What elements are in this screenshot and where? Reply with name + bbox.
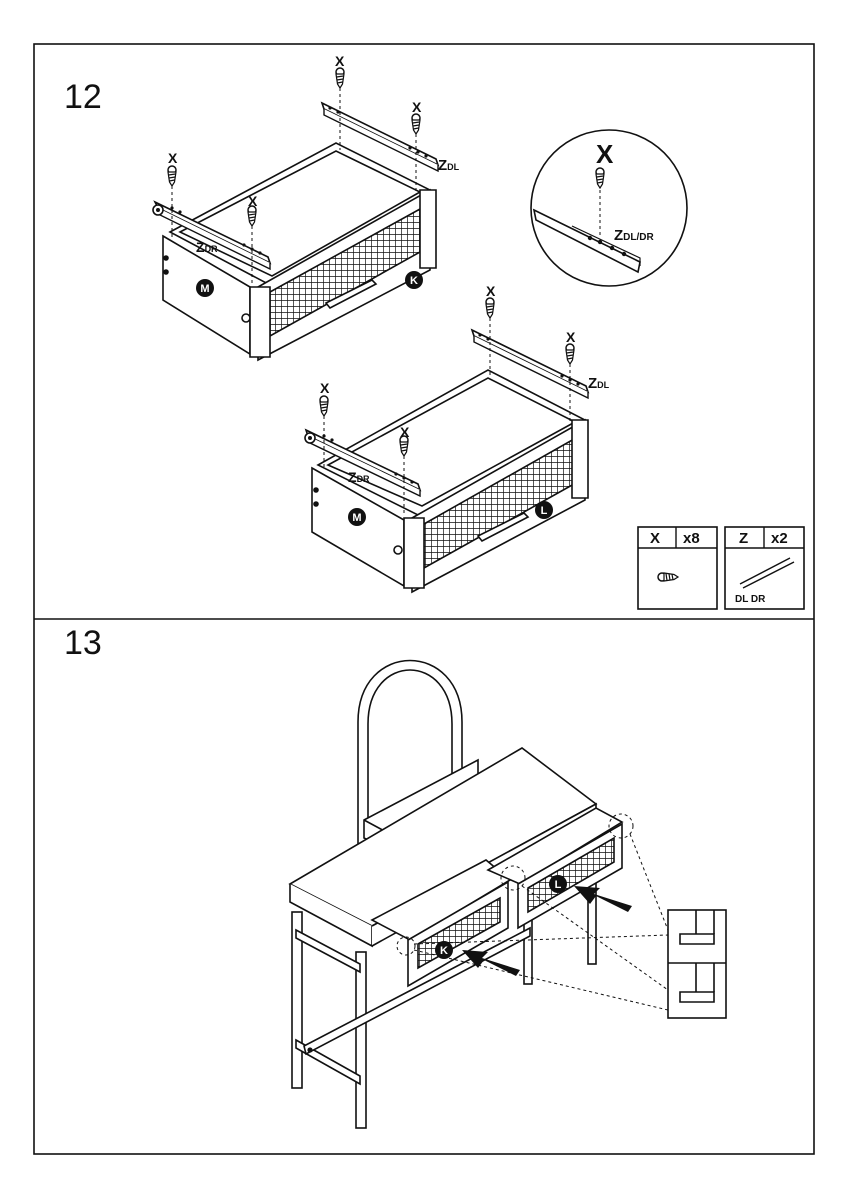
screw-guide-lines-upper — [171, 88, 417, 285]
part-badge-l: L — [535, 501, 553, 519]
slide-rail-zdl-upper — [320, 101, 440, 173]
svg-text:M: M — [200, 283, 209, 295]
step-13-number: 13 — [64, 624, 102, 662]
rail-label-zdr-lower: ZDR — [348, 469, 370, 485]
detail-leaders — [396, 813, 669, 1011]
rail-label-zdr: ZDR — [196, 239, 218, 255]
svg-text:K: K — [410, 275, 418, 287]
screw-label: X — [412, 99, 422, 115]
screw-label: X — [168, 150, 178, 166]
parts-screw-qty: x8 — [683, 530, 700, 547]
screw-label: X — [566, 329, 576, 345]
screw-guide-lines-lower — [323, 318, 571, 516]
rail-icon — [739, 557, 795, 589]
screw-label: X — [320, 380, 330, 396]
step-12-number: 12 — [64, 78, 102, 116]
parts-rail-sides: DL DR — [735, 594, 766, 605]
slide-rail-zdr-upper — [152, 200, 272, 271]
parts-rail-qty: x2 — [771, 530, 788, 547]
part-badge-l-step13: L — [549, 875, 567, 893]
screw-x-lower-1 — [319, 395, 329, 417]
screw-x-lower-4 — [565, 343, 575, 365]
slide-detail-inset — [667, 909, 727, 1019]
screw-x-lower-3 — [485, 297, 495, 319]
detail-screw-label: X — [596, 139, 614, 169]
detail-rail-label: ZDL/DR — [614, 227, 655, 244]
hardware-parts-box: X x8 Z x2 DL DR — [637, 526, 805, 610]
vanity-table — [288, 659, 624, 1129]
part-badge-m-upper: M — [196, 279, 214, 297]
slide-rail-zdl-lower — [470, 328, 590, 400]
part-badge-k-step13: K — [435, 941, 453, 959]
screw-label: X — [248, 193, 258, 209]
svg-text:M: M — [352, 512, 361, 524]
insert-arrow-l — [574, 886, 632, 912]
screw-label: X — [486, 283, 496, 299]
screw-label: X — [400, 424, 410, 440]
svg-text:L: L — [555, 879, 562, 891]
part-badge-k: K — [405, 271, 423, 289]
drawer-l-mesh — [527, 836, 615, 914]
svg-text:L: L — [541, 505, 548, 517]
part-badge-m-lower: M — [348, 508, 366, 526]
screw-label: X — [335, 53, 345, 69]
slide-rail-zdr-lower — [304, 428, 422, 498]
screw-x-upper-1 — [167, 165, 177, 187]
page-frame — [33, 43, 815, 1155]
rail-label-zdl: ZDL — [438, 157, 460, 174]
screw-x-upper-3 — [335, 67, 345, 89]
parts-screw-code: X — [650, 530, 660, 547]
rail-label-zdl-lower: ZDL — [588, 375, 610, 392]
parts-rail-code: Z — [739, 530, 748, 547]
svg-text:K: K — [440, 945, 448, 957]
insert-arrow-k — [462, 950, 520, 976]
screw-x-upper-4 — [411, 113, 421, 135]
rail-detail-callout: X ZDL/DR — [530, 129, 688, 287]
